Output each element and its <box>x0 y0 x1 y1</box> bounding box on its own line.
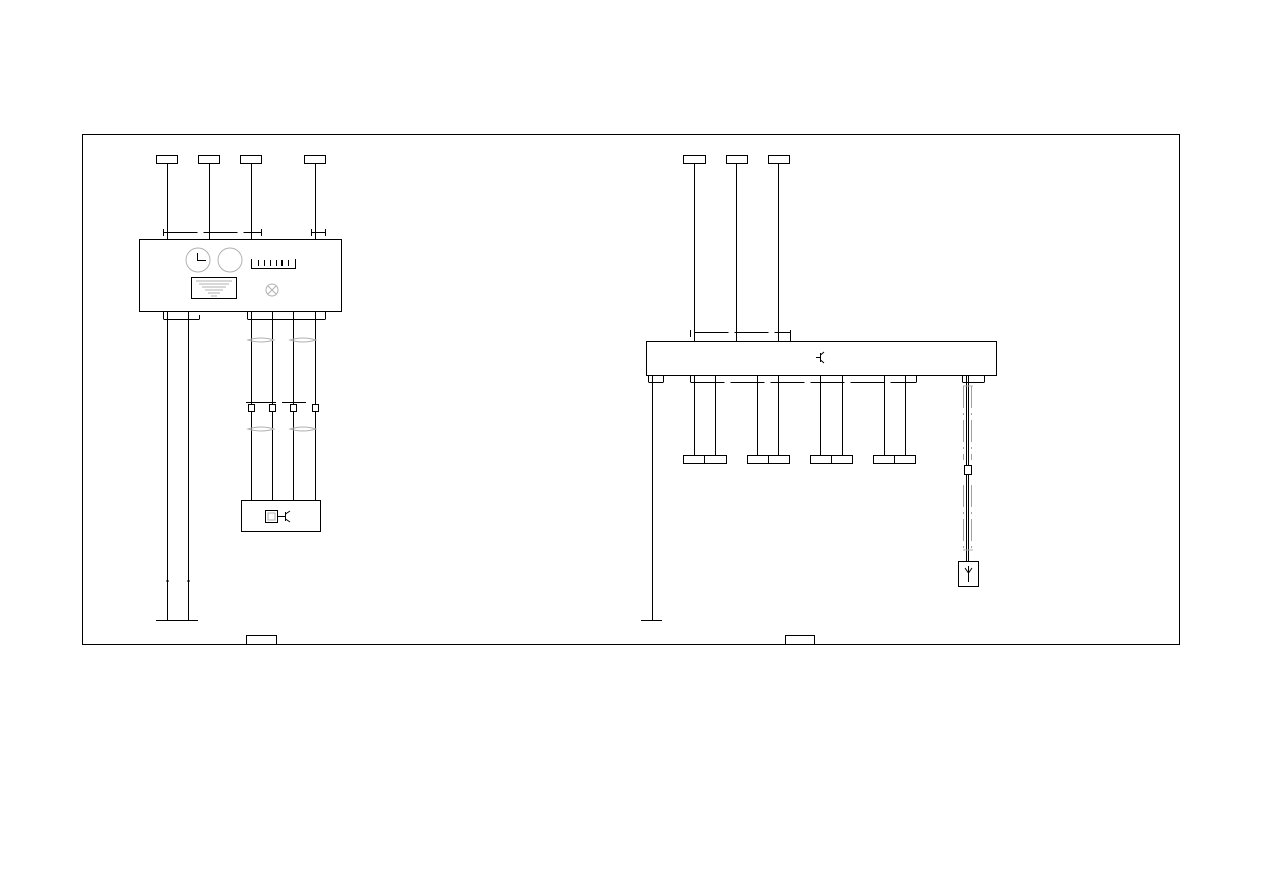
right-top-connectors <box>683 155 791 341</box>
instrument-cluster-module <box>139 239 342 312</box>
transistor-icon <box>816 351 825 364</box>
diagram-frame <box>82 134 1180 645</box>
page-tab-left <box>246 635 277 645</box>
output-connector-pairs <box>683 455 916 464</box>
clock-gauge-icon <box>185 247 211 273</box>
left-output-wiring <box>156 311 326 621</box>
switch-sub-module <box>241 500 321 532</box>
page-tab-right <box>785 635 815 645</box>
inline-connector-icons <box>248 404 319 412</box>
round-gauge-icon <box>217 247 243 273</box>
transistor-icon <box>277 510 291 523</box>
right-output-wiring <box>641 375 985 621</box>
antenna-sensor-icon <box>958 561 979 587</box>
display-panel-icon <box>191 277 237 299</box>
left-top-connectors <box>156 155 326 239</box>
shielded-wire <box>962 375 985 561</box>
warning-lamp-icon <box>265 283 279 297</box>
bar-meter-icon <box>251 259 296 269</box>
control-module <box>646 341 997 376</box>
